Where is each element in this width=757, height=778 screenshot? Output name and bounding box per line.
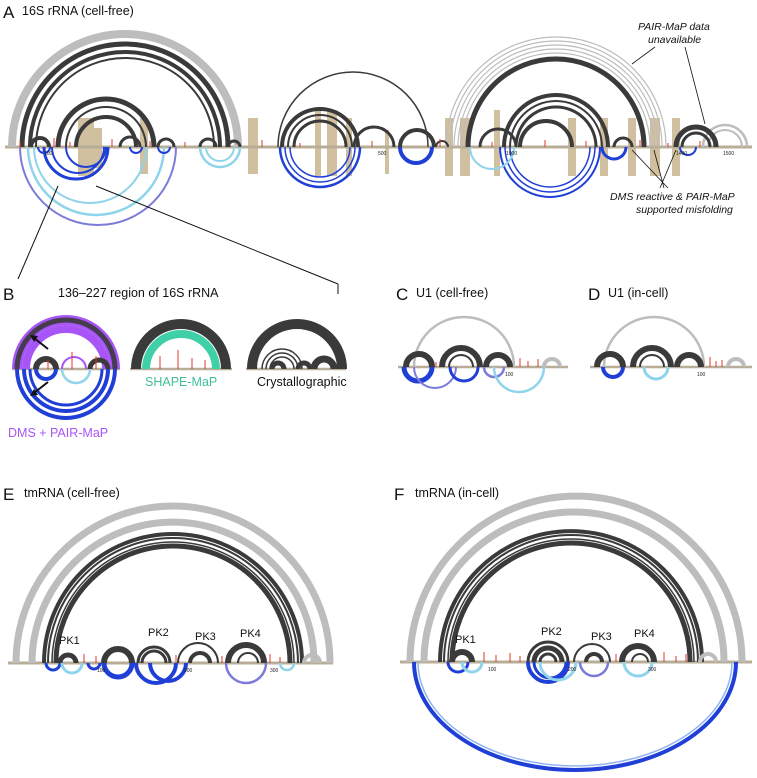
panel-c: C U1 (cell-free) 100 [396, 285, 568, 394]
tick-f-200: 200 [568, 667, 577, 673]
tick-a-1400: 1400 [676, 151, 687, 157]
pk1-label-f: PK1 [455, 634, 476, 646]
panel-c-arcs [398, 315, 568, 394]
panel-b-title: 136–227 region of 16S rRNA [58, 286, 219, 300]
panel-b: B 136–227 region of 16S rRNA [3, 285, 347, 440]
panel-e-arcs [8, 502, 334, 685]
panel-b-shape-arcs [130, 319, 232, 371]
note-unavailable-line1: PAIR-MaP data [638, 21, 710, 33]
pk3-label-f: PK3 [591, 631, 612, 643]
panel-d: D U1 (in-cell) 100 [588, 285, 752, 381]
zoom-line-right [95, 185, 339, 285]
pk4-label-f: PK4 [634, 628, 655, 640]
panel-d-letter: D [588, 285, 600, 304]
panel-d-title: U1 (in-cell) [608, 286, 668, 300]
note-unavailable-line2: unavailable [648, 34, 701, 46]
tick-a-1500: 1500 [723, 151, 734, 157]
panel-f: F tmRNA (in-cell) [394, 485, 752, 772]
tick-d-100: 100 [697, 372, 706, 378]
panel-f-arcs [400, 492, 752, 772]
pk1-label-e: PK1 [59, 635, 80, 647]
tick-a-500: 500 [378, 151, 387, 157]
panel-b-letter: B [3, 285, 14, 304]
pointer-unavailable-2 [684, 46, 706, 125]
lower-arcs-a [19, 146, 697, 226]
panel-c-title: U1 (cell-free) [416, 286, 488, 300]
panel-d-arcs [590, 315, 752, 381]
tick-e-300: 300 [270, 668, 279, 674]
panel-e-letter: E [3, 485, 14, 504]
panel-b-crystal-arcs [246, 319, 347, 371]
pk3-label-e: PK3 [195, 631, 216, 643]
note-misfold-line2: supported misfolding [636, 204, 733, 216]
panel-a: A 16S rRNA (cell-free) [3, 3, 752, 294]
pk2-label-f: PK2 [541, 626, 562, 638]
panel-e: E tmRNA (cell-free) [3, 485, 334, 685]
tick-e-200: 200 [184, 668, 193, 674]
panel-c-letter: C [396, 285, 408, 304]
panel-f-title: tmRNA (in-cell) [415, 486, 499, 500]
upper-arcs-dark [19, 41, 719, 148]
misfold-bands [78, 110, 680, 176]
reactivity-spikes-a [19, 138, 701, 147]
panel-a-title: 16S rRNA (cell-free) [22, 4, 134, 18]
upper-arcs-light [8, 30, 749, 148]
tick-c-100: 100 [505, 372, 514, 378]
label-shape-map: SHAPE-MaP [145, 375, 217, 389]
panel-e-title: tmRNA (cell-free) [24, 486, 120, 500]
panel-a-letter: A [3, 3, 15, 22]
note-misfold-line1: DMS reactive & PAIR-MaP [610, 191, 735, 203]
panel-f-letter: F [394, 485, 404, 504]
label-crystallographic: Crystallographic [257, 375, 347, 389]
tick-f-100: 100 [488, 667, 497, 673]
tick-a-1000: 1000 [506, 151, 517, 157]
pointer-misfold-3 [631, 149, 669, 189]
pk2-label-e: PK2 [148, 627, 169, 639]
arrow-down-left [30, 381, 49, 396]
arrow-up-left [30, 335, 49, 350]
tick-e-100: 100 [97, 668, 106, 674]
label-dms-pairmap: DMS + PAIR-MaP [8, 426, 108, 440]
pointer-unavailable-1 [631, 46, 656, 65]
pk4-label-e: PK4 [240, 628, 261, 640]
panel-b-dms-arcs [12, 315, 120, 420]
tick-a-100: 100 [44, 151, 53, 157]
zoom-line-left [17, 185, 59, 280]
tick-f-300: 300 [648, 667, 657, 673]
